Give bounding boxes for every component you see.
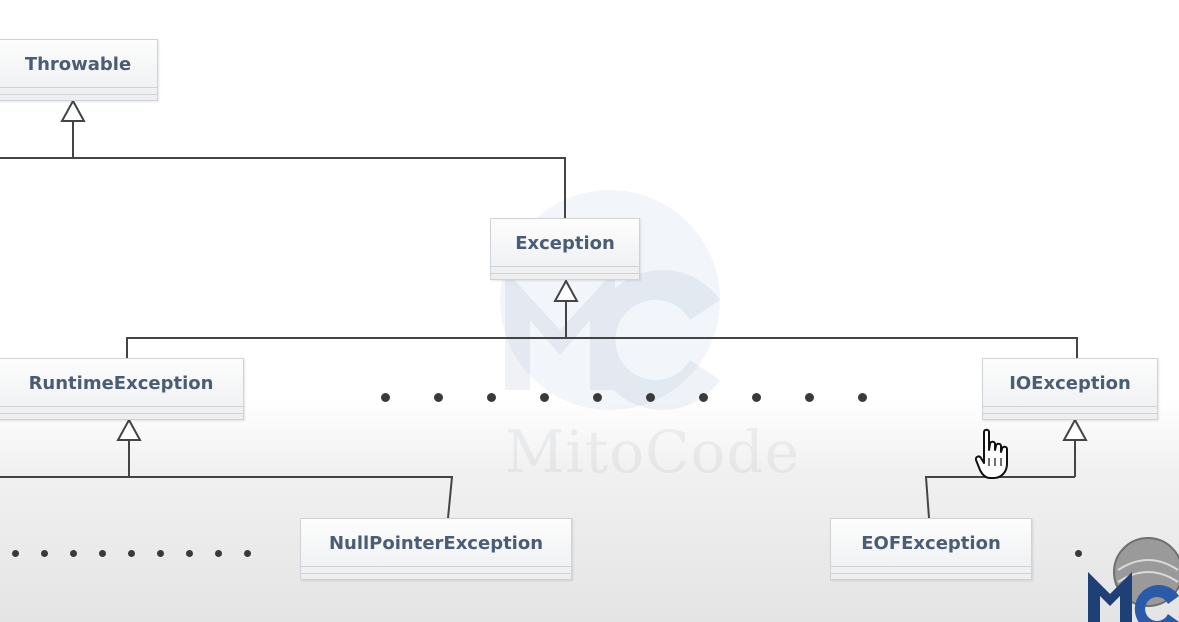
hand-pointer-icon: [975, 428, 1008, 479]
watermark-text: MitoCode: [505, 418, 800, 486]
class-name: Throwable: [24, 53, 132, 75]
class-box-null-pointer-exception: NullPointerException: [300, 518, 572, 580]
inheritance-arrow: [1062, 417, 1088, 441]
class-name: EOFException: [861, 532, 1001, 554]
inheritance-arrow: [60, 98, 86, 122]
class-name: IOException: [1009, 372, 1131, 394]
inheritance-arrow: [116, 417, 142, 441]
class-box-throwable: Throwable: [0, 39, 158, 101]
mitocode-logo: [1088, 537, 1179, 622]
class-name: NullPointerException: [328, 532, 544, 554]
class-name: Exception: [515, 232, 615, 254]
class-box-exception: Exception: [490, 218, 640, 280]
ellipsis-bottom-right: [1075, 550, 1082, 557]
class-box-io-exception: IOException: [982, 358, 1158, 420]
class-box-runtime-exception: RuntimeException: [0, 358, 244, 420]
class-box-eof-exception: EOFException: [830, 518, 1032, 580]
inheritance-arrow: [553, 278, 579, 302]
ellipsis-middle: [381, 393, 867, 402]
ellipsis-bottom-left: [12, 550, 251, 557]
class-name: RuntimeException: [28, 372, 214, 394]
